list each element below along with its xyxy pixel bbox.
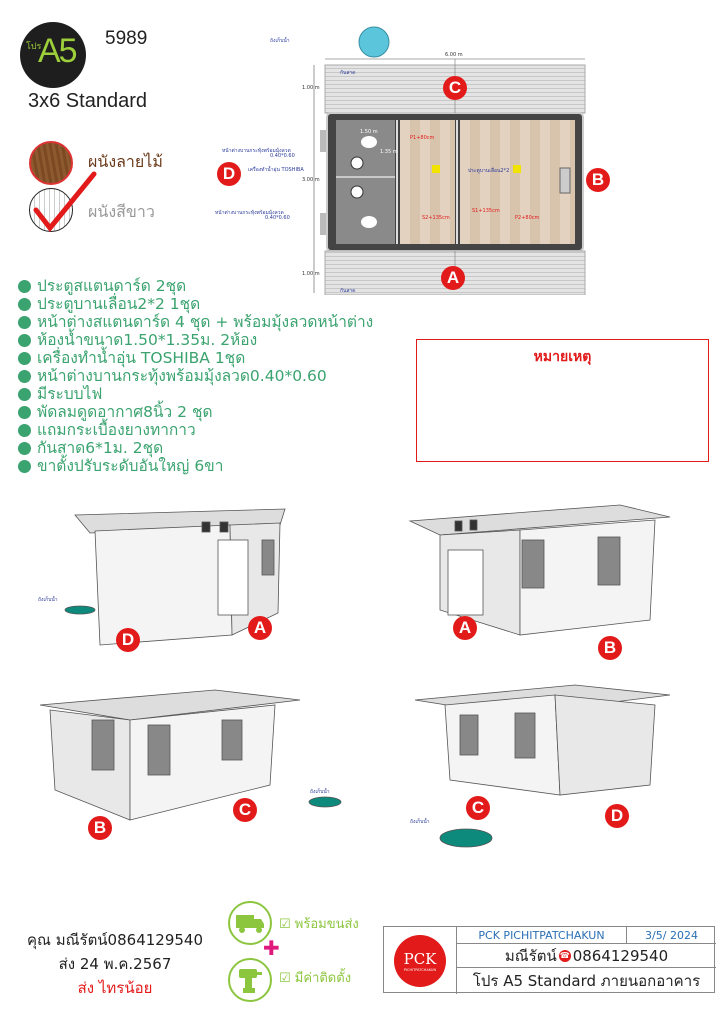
view-3: [39, 689, 342, 821]
view2-label-a: A: [453, 616, 477, 640]
window-size-2: 0.40*0.60: [265, 215, 290, 221]
window-label-2: หน้าต่างบานกระทุ้งพร้อมมุ้งลวด: [215, 210, 284, 216]
bath-depth: 1.35 m: [380, 149, 398, 155]
checkmark-icon: [33, 171, 97, 233]
feature-item: หน้าต่างสแตนดาร์ด 4 ชุด + พร้อมมุ้งลวดหน…: [18, 313, 373, 331]
service-installation: ☑ มีค่าติดตั้ง: [279, 971, 352, 986]
awning-label-top: กันสาด: [340, 70, 356, 76]
view1-tank-label: ถังเก็บน้ำ: [38, 597, 58, 603]
window-icon: [559, 167, 571, 194]
depth-dimension: 3.00 m: [302, 177, 320, 183]
window-label-1: หน้าต่างบานกระทุ้งพร้อมมุ้งลวด: [222, 148, 291, 154]
view4-tank-label: ถังเก็บน้ำ: [410, 819, 430, 825]
p2-label: P2+80cm: [515, 215, 540, 221]
wood-wall-label: ผนังลายไม้: [88, 152, 163, 171]
view1-label-a: A: [248, 616, 272, 640]
model-name: 3x6 Standard: [28, 90, 147, 112]
view2-label-b: B: [598, 636, 622, 660]
logo-prefix: โปร: [26, 42, 42, 52]
promo-logo: โปร A5: [20, 22, 86, 88]
contact-name: มณีรัตน์: [504, 946, 557, 965]
awning-dim-bottom: 1.00 m: [302, 271, 320, 277]
check-icon: ☑: [279, 917, 291, 932]
feature-item: พัดลมดูดอากาศ8นิ้ว 2 ชุด: [18, 403, 373, 421]
feature-item: หน้าต่างบานกระทุ้งพร้อมมุ้งลวด0.40*0.60: [18, 367, 373, 385]
s1-label: S1+135cm: [472, 208, 500, 214]
title-block: PCK PICHITPATCHAKUN PCK PICHITPATCHAKUN …: [383, 926, 716, 994]
service-shipping: ☑ พร้อมขนส่ง: [279, 917, 359, 932]
light-icon: [432, 165, 440, 173]
product-code: 5989: [105, 28, 148, 49]
note-title: หมายเหตุ: [533, 349, 592, 365]
view3-tank-label: ถังเก็บน้ำ: [310, 789, 330, 795]
view1-label-d: D: [116, 628, 140, 652]
feature-item: มีระบบไฟ: [18, 385, 373, 403]
water-tank-icon: [358, 26, 390, 58]
view4-label-d: D: [605, 804, 629, 828]
customer-name: คุณ มณีรัตน์0864129540: [26, 931, 203, 949]
feature-list: ประตูสแตนดาร์ด 2ชุด ประตูบานเลื่อน2*2 1ช…: [18, 277, 373, 475]
view3-label-b: B: [88, 816, 112, 840]
side-label-d: D: [217, 162, 241, 186]
floor-plan: ถังเก็บน้ำ 6.00 m 1.00 m กันสาด 3.00 m 1…: [210, 25, 630, 295]
company-logo: PCK PICHITPATCHAKUN: [394, 934, 446, 987]
document-date: 3/5/ 2024: [626, 927, 716, 943]
white-wall-label: ผนังสีขาว: [88, 202, 155, 221]
check-icon: ☑: [279, 971, 291, 986]
view3-label-c: C: [233, 798, 257, 822]
water-tank-label: ถังเก็บน้ำ: [270, 38, 290, 44]
drill-icon: [228, 958, 272, 1002]
window-size-1: 0.40*0.60: [270, 153, 295, 159]
awning-dim-top: 1.00 m: [302, 85, 320, 91]
feature-item: แถมกระเบื้องยางทากาว: [18, 421, 373, 439]
side-label-a: A: [441, 266, 465, 290]
feature-item: ห้องน้ำขนาด1.50*1.35ม. 2ห้อง: [18, 331, 373, 349]
contact-cell: มณีรัตน์ ☎ 0864129540: [456, 943, 716, 967]
feature-item: ขาตั้งปรับระดับอันใหญ่ 6ขา: [18, 457, 373, 475]
feature-item: ประตูสแตนดาร์ด 2ชุด: [18, 277, 373, 295]
sliding-door-label: ประตูบานเลื่อน2*2: [468, 168, 510, 174]
phone-icon: ☎: [558, 949, 571, 962]
side-label-c: C: [443, 76, 467, 100]
view-4: [414, 684, 671, 848]
truck-icon: [228, 901, 272, 945]
note-box[interactable]: หมายเหตุ: [416, 339, 709, 462]
plus-icon: ✚: [263, 936, 280, 960]
delivery-date: ส่ง 24 พ.ค.2567: [58, 955, 172, 973]
awning-label-bottom: กันสาด: [340, 288, 356, 294]
product-description: โปร A5 Standard ภายนอกอาคาร: [456, 967, 716, 994]
customer-info: คุณ มณีรัตน์0864129540 ส่ง 24 พ.ค.2567 ส…: [10, 928, 220, 1000]
view4-label-c: C: [466, 796, 490, 820]
company-logo-cell: PCK PICHITPATCHAKUN: [384, 927, 456, 994]
side-label-b: B: [586, 168, 610, 192]
feature-item: กันสาด6*1ม. 2ชุด: [18, 439, 373, 457]
feature-item: ประตูบานเลื่อน2*2 1ชุด: [18, 295, 373, 313]
s2-label: S2+135cm: [422, 215, 450, 221]
light-icon: [513, 165, 521, 173]
bath-width: 1.50 m: [360, 129, 378, 135]
feature-item: เครื่องทำน้ำอุ่น TOSHIBA 1ชุด: [18, 349, 373, 367]
perspective-views: [39, 504, 671, 848]
wood-wall-swatch[interactable]: [29, 141, 73, 185]
company-name: PCK PICHITPATCHAKUN: [456, 927, 626, 943]
width-dimension: 6.00 m: [445, 52, 463, 58]
p1-label: P1+80cm: [410, 135, 435, 141]
delivery-location: ส่ง ไทรน้อย: [77, 979, 153, 997]
view-1: [64, 508, 286, 646]
logo-model: A5: [38, 32, 78, 70]
heater-label: เครื่องทำน้ำอุ่น TOSHIBA: [248, 167, 304, 173]
view-2: [408, 504, 671, 636]
contact-phone: 0864129540: [572, 946, 669, 965]
